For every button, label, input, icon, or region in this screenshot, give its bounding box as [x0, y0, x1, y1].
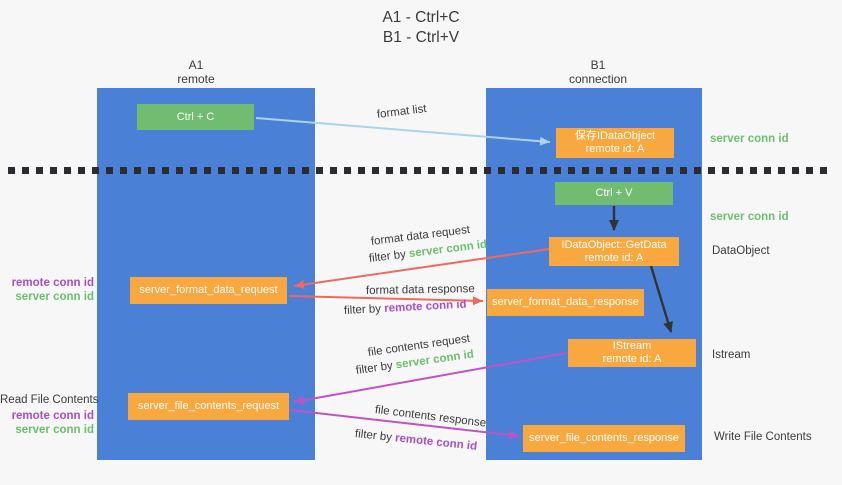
format-list-label: format list — [376, 102, 428, 121]
idataobject-getdata-line2: remote id: A — [584, 251, 644, 264]
server-format-data-response-label: server_format_data_response — [492, 296, 639, 308]
server-format-data-response-node: server_format_data_response — [487, 289, 644, 316]
save-idataobject-node: 保存IDataObject remote id: A — [556, 128, 674, 158]
read-file-contents-label: Read File Contents — [0, 394, 99, 406]
diagram-title: A1 - Ctrl+C B1 - Ctrl+V — [0, 8, 842, 48]
lifeline-header-a1: A1 remote — [126, 58, 266, 86]
file-response-filter-label: filter by remote conn id — [354, 428, 477, 453]
filter-by-text: filter by — [355, 359, 394, 377]
idataobject-getdata-line1: IDataObject::GetData — [561, 238, 667, 251]
server-format-data-request-label: server_format_data_request — [139, 284, 278, 296]
filter-by-text: filter by — [343, 303, 382, 317]
remote-conn-id-text: remote conn id — [394, 432, 478, 453]
server-conn-id-right-label-2: server conn id — [710, 211, 789, 223]
remote-conn-id-left-label-2: remote conn id — [11, 410, 94, 422]
filter-by-text: filter by — [368, 248, 407, 265]
ctrl-v-label: Ctrl + V — [595, 187, 633, 199]
istream-side-label: Istream — [712, 349, 751, 361]
server-file-contents-request-label: server_file_contents_request — [137, 400, 280, 412]
title-line-2: B1 - Ctrl+V — [382, 29, 460, 46]
format-data-response-label: format data response — [365, 283, 475, 297]
write-file-contents-label: Write File Contents — [714, 431, 812, 443]
server-conn-id-left-label-1: server conn id — [15, 291, 94, 303]
istream-line1: IStream — [612, 340, 652, 352]
server-conn-id-right-label-1: server conn id — [710, 133, 789, 145]
lifeline-b1-role: connection — [568, 72, 628, 86]
save-idataobject-line1: 保存IDataObject — [574, 130, 656, 142]
server-file-contents-request-node: server_file_contents_request — [128, 393, 289, 420]
ctrl-v-node: Ctrl + V — [555, 182, 673, 205]
istream-node: IStream remote id: A — [568, 339, 696, 367]
title-line-1: A1 - Ctrl+C — [382, 9, 460, 26]
dataobject-label: DataObject — [712, 245, 770, 257]
section-divider-dotted-line — [8, 167, 830, 174]
format-response-filter-label: filter by remote conn id — [344, 299, 467, 317]
filter-by-text: filter by — [354, 428, 393, 444]
server-conn-id-left-label-2: server conn id — [15, 424, 94, 436]
lifeline-a1-role: remote — [177, 72, 215, 86]
idataobject-getdata-node: IDataObject::GetData remote id: A — [549, 237, 679, 266]
istream-line2: remote id: A — [602, 353, 662, 365]
save-idataobject-line2: remote id: A — [585, 143, 645, 155]
server-file-contents-response-label: server_file_contents_response — [529, 432, 679, 444]
ctrl-c-label: Ctrl + C — [176, 110, 215, 123]
file-contents-response-label: file contents response — [374, 404, 487, 430]
lifeline-header-b1: B1 connection — [528, 58, 668, 86]
ctrl-c-node: Ctrl + C — [137, 104, 254, 130]
remote-conn-id-left-label-1: remote conn id — [11, 277, 94, 289]
remote-conn-id-text: remote conn id — [383, 298, 467, 315]
lifeline-a1-name: A1 — [188, 58, 204, 72]
lifeline-b1-name: B1 — [590, 58, 606, 72]
server-format-data-request-node: server_format_data_request — [130, 277, 287, 304]
server-file-contents-response-node: server_file_contents_response — [523, 425, 685, 452]
